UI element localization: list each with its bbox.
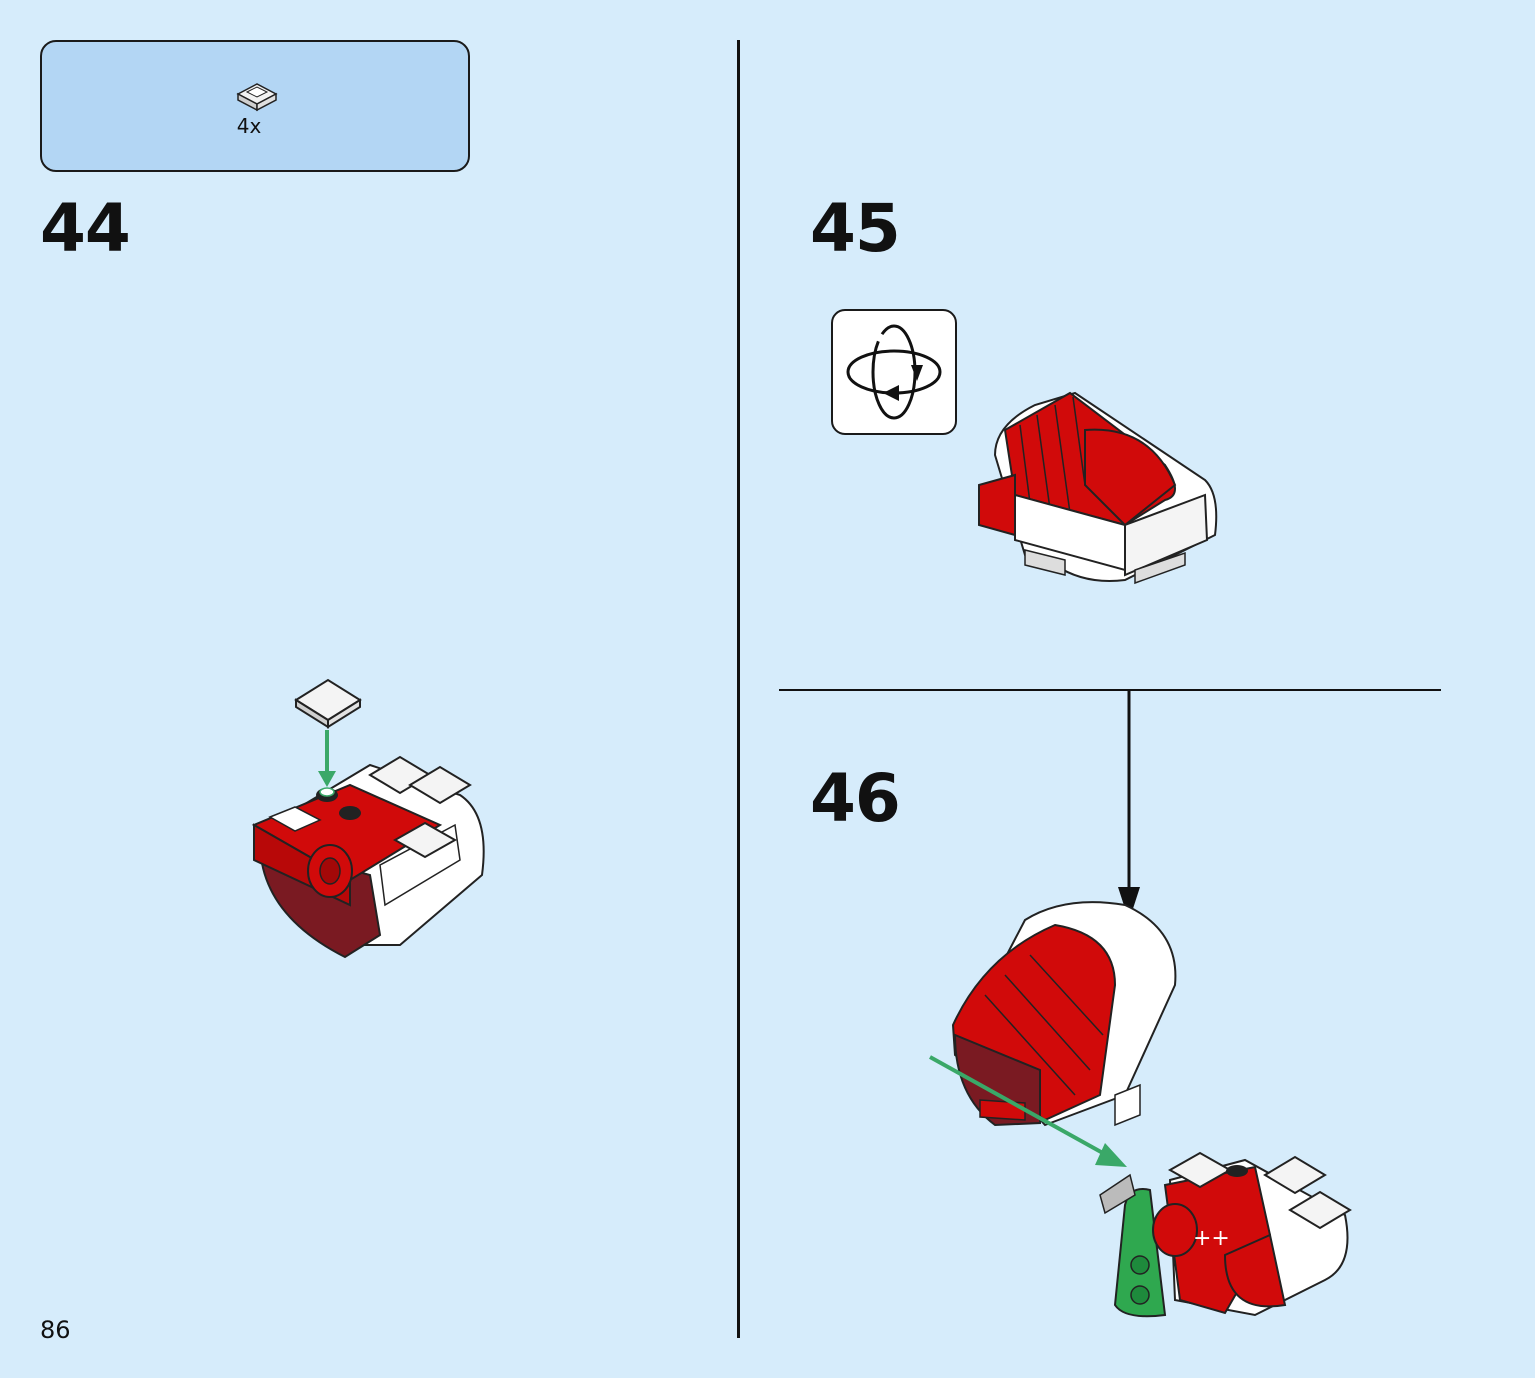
step-46-model-illustration: ++ [929, 901, 1352, 1318]
part-quantity: 4x [236, 114, 262, 138]
step-divider [779, 689, 1441, 691]
column-divider [737, 40, 740, 1338]
step-number-44: 44 [40, 190, 131, 267]
step-46-drop-arrow [1118, 689, 1140, 921]
rotate-model-box [831, 309, 957, 435]
step-number-45: 45 [810, 190, 901, 267]
svg-text:++: ++ [1193, 1226, 1230, 1251]
step-44-model-illustration [251, 678, 485, 959]
rotate-model-icon [846, 324, 942, 420]
step-45-model-illustration [978, 391, 1218, 585]
page-number: 86 [40, 1316, 71, 1344]
step-number-46: 46 [810, 760, 901, 837]
parts-callout: 4x [40, 40, 470, 172]
white-slope-tile-icon [236, 83, 278, 112]
